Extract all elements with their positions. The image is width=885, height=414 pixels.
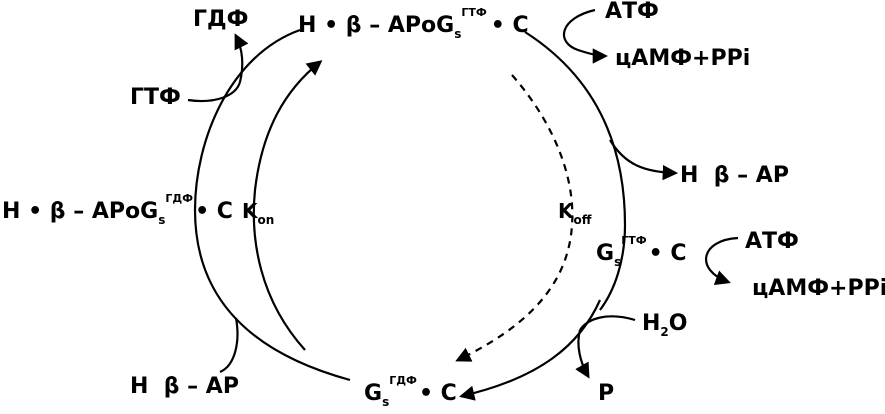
- k-on-k: K: [242, 199, 259, 223]
- atp-camp-curve-right: [704, 236, 739, 286]
- complex-bottom-suffix: • C: [419, 381, 457, 406]
- p-release-curve: [575, 329, 590, 379]
- k-on-sub: on: [258, 213, 275, 227]
- h2o-label-o: O: [669, 311, 688, 336]
- complex-right-suffix: • C: [649, 241, 687, 266]
- p-out-label: P: [598, 381, 614, 406]
- outer-arc-right: [524, 31, 627, 311]
- h-bar-out-label: H β – AP: [680, 163, 789, 188]
- h-bar-in-label: H β – AP: [130, 374, 239, 399]
- complex-left: H • β – APoGsГДФ• C: [2, 192, 233, 227]
- outer-arc-left: [193, 28, 351, 382]
- complex-top-prefix: H • β – APoG: [298, 13, 454, 38]
- atp-top-label: АТФ: [605, 0, 659, 24]
- complex-bottom: GsГДФ• C: [364, 374, 457, 409]
- k-off-label: Koff: [558, 199, 592, 227]
- complex-bottom-sup: ГДФ: [389, 374, 417, 387]
- camp-top-label: цАМФ+PPi: [615, 46, 750, 71]
- complex-left-sub: s: [158, 213, 165, 227]
- inner-arc-left: [252, 60, 323, 351]
- k-off-sub: off: [574, 213, 592, 227]
- k-off-k: K: [558, 199, 575, 223]
- camp-right-label: цАМФ+PPi: [752, 276, 885, 301]
- complex-right-sup: ГТФ: [621, 234, 647, 247]
- complex-top-suffix: • C: [491, 13, 529, 38]
- atp-right-label: АТФ: [745, 229, 799, 254]
- gtp-in-label: ГТФ: [130, 85, 181, 110]
- complex-left-suffix: • C: [195, 199, 233, 224]
- complex-top-sup: ГТФ: [461, 6, 487, 19]
- complex-top-sub: s: [454, 27, 461, 41]
- h2o-entry-curve: [579, 315, 636, 331]
- gtp-entry-curve: [187, 81, 242, 103]
- gdp-released-label: ГДФ: [193, 7, 248, 32]
- h-bar-release-curve: [609, 139, 679, 181]
- k-on-label: Kon: [242, 199, 274, 227]
- complex-bottom-sub: s: [382, 395, 389, 409]
- gdp-release-curve: [234, 33, 249, 83]
- complex-left-prefix: H • β – APoG: [2, 199, 158, 224]
- h2o-label-sub: 2: [660, 325, 668, 339]
- complex-top: H • β – APoGsГТФ • C: [298, 6, 529, 41]
- atp-camp-curve-top: [562, 8, 609, 64]
- complex-right: GsГТФ• C: [596, 234, 687, 269]
- complex-right-sub: s: [614, 255, 621, 269]
- lower-right-arc: [458, 299, 602, 401]
- h-bar-binding-curve: [219, 317, 239, 374]
- complex-right-prefix: G: [596, 241, 614, 266]
- h2o-label-h: H: [642, 311, 660, 336]
- h2o-label: H2O: [642, 311, 687, 339]
- complex-left-sup: ГДФ: [165, 192, 193, 205]
- k-off-dashed-arc: [455, 74, 574, 362]
- complex-bottom-prefix: G: [364, 381, 382, 406]
